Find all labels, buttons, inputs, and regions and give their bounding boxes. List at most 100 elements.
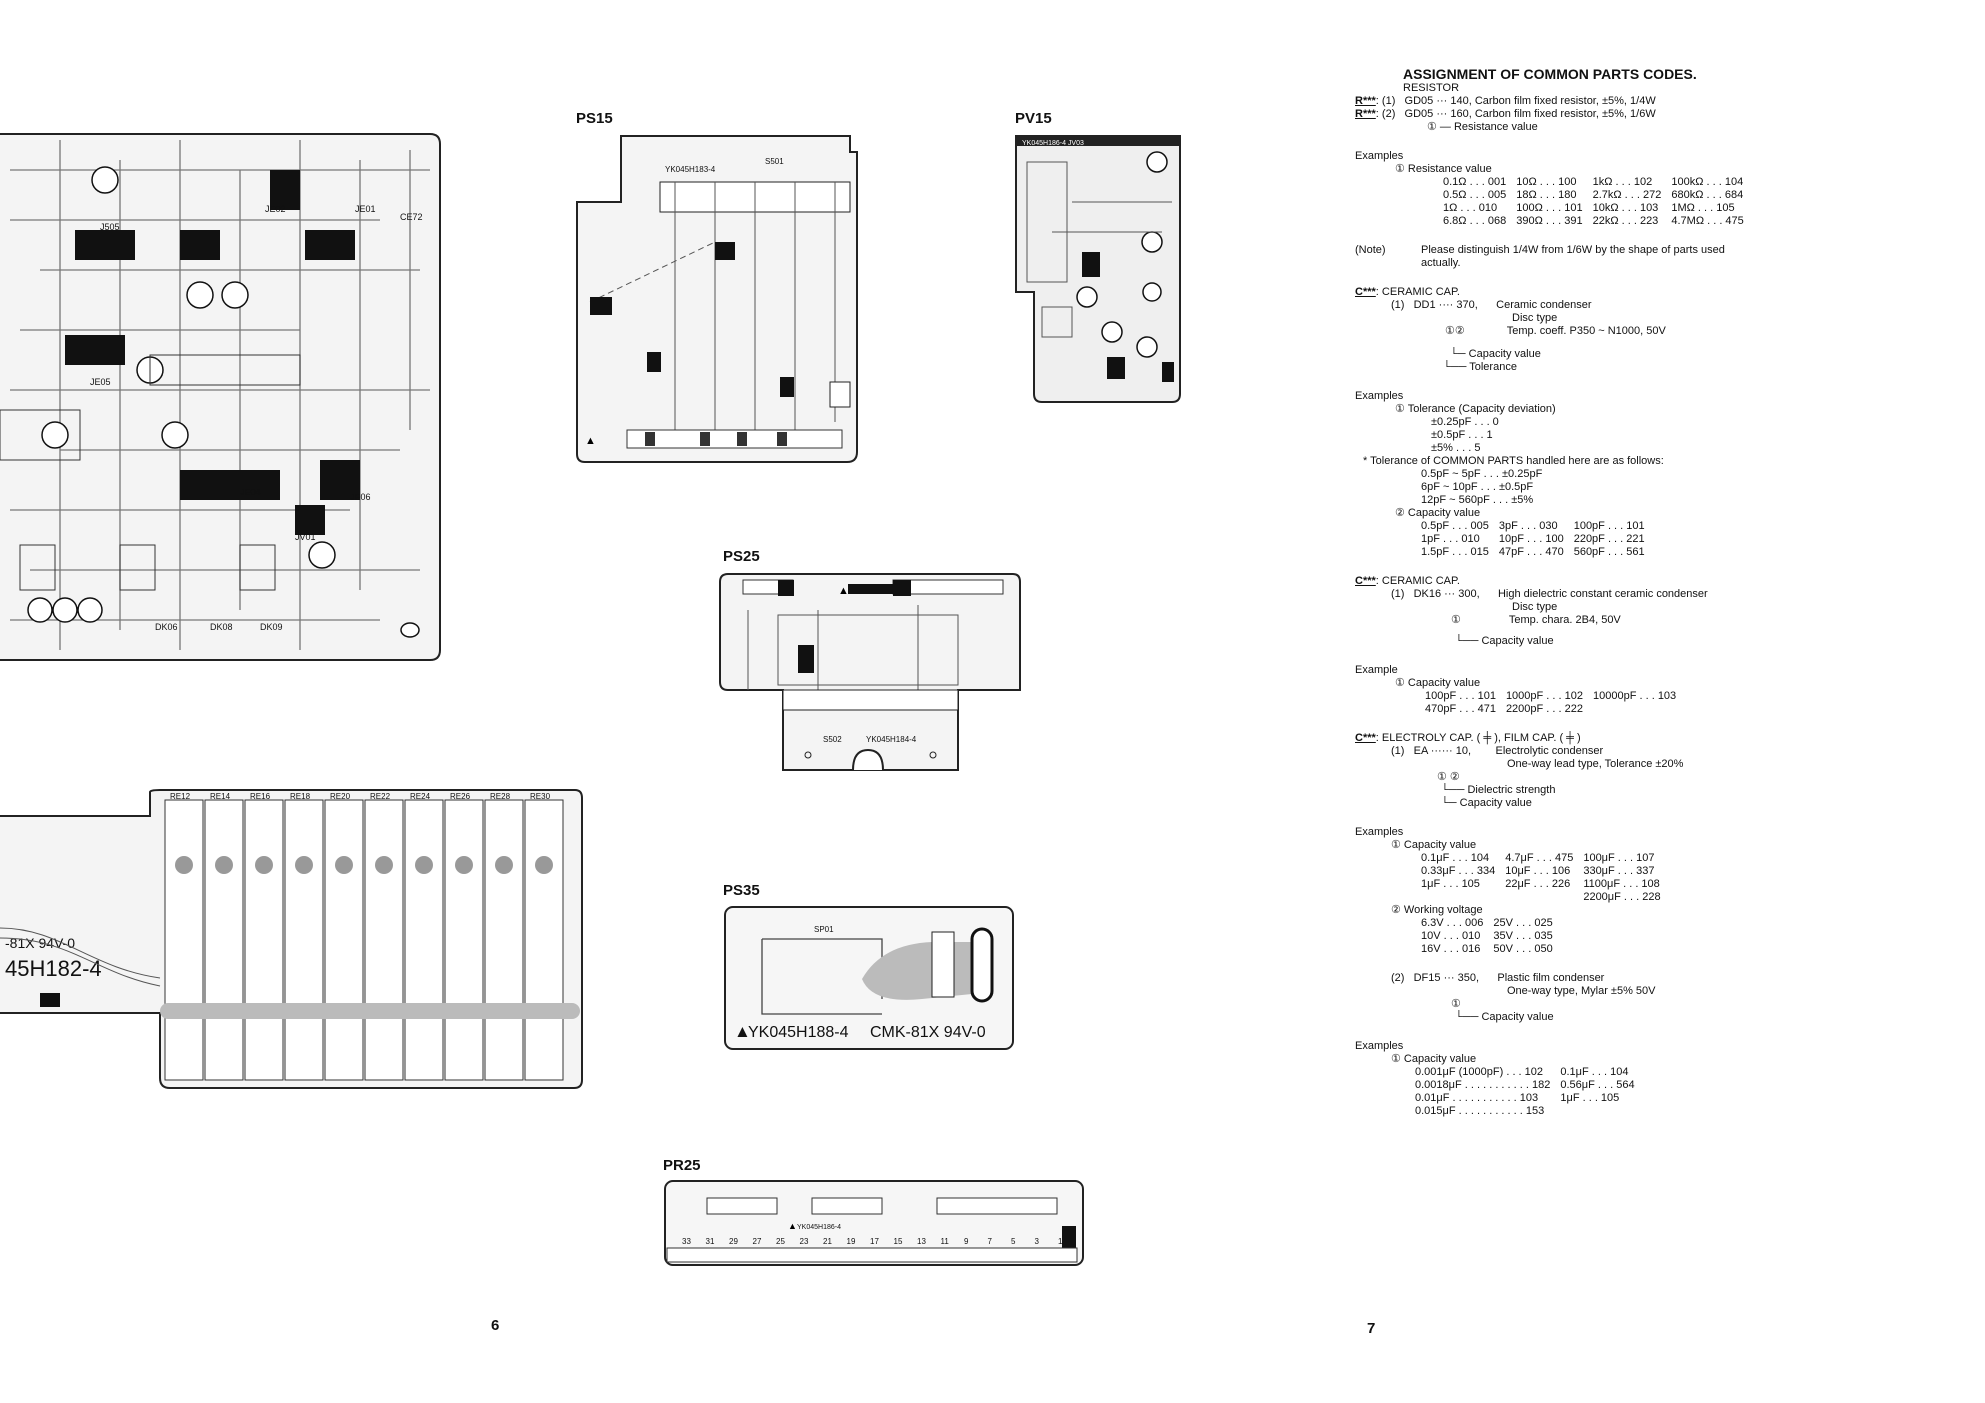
table-cell: 390Ω . . . 391 (1516, 215, 1583, 227)
pr25-pin-number: 23 (800, 1237, 809, 1246)
table-cell: 1Ω . . . 010 (1443, 202, 1498, 214)
table-cell: 0.33μF . . . 334 (1421, 865, 1496, 877)
svg-text:▲: ▲ (585, 435, 596, 447)
table-cell: 470pF . . . 471 (1425, 703, 1496, 715)
table-cell: 0.001μF (1000pF) . . . 102 (1415, 1066, 1544, 1078)
ex2-label: Examples (1355, 390, 1404, 402)
r1-code: R*** (1355, 95, 1376, 107)
pr25-pin-number: 7 (988, 1237, 993, 1246)
table-row: 0.0018μF . . . . . . . . . . . 182 0.56μF… (1415, 1079, 1645, 1092)
table-cell: 10000pF . . . 103 (1593, 690, 1677, 702)
re-switch-label: RE28 (490, 792, 511, 801)
c3-line2: One-way lead type, Tolerance ±20% (1507, 758, 1684, 770)
pv15-board-code: YK045H186-4 JV03 (1022, 140, 1084, 147)
re-switch-label: RE22 (370, 792, 391, 801)
table-cell: 18Ω . . . 180 (1516, 189, 1577, 201)
table-cell: 22μF . . . 226 (1505, 878, 1571, 890)
ps15-board-code: YK045H183-4 (665, 165, 716, 174)
svg-text:CE72: CE72 (400, 212, 423, 222)
table-cell (1560, 1105, 1644, 1118)
c3-line: (1) EA ······ 10, Electrolytic condenser (1391, 745, 1604, 757)
table-cell: 0.5Ω . . . 005 (1443, 189, 1507, 201)
svg-text:DK08: DK08 (210, 622, 233, 632)
re-switch-label: RE20 (330, 792, 351, 801)
svg-text:JE06: JE06 (350, 492, 371, 502)
c4-line2: One-way type, Mylar ±5% 50V (1507, 985, 1656, 997)
list-item: ±0.25pF . . . 0 (1431, 416, 1499, 428)
c2-capacity: Capacity value (1481, 635, 1554, 647)
c1-tolerance: Tolerance (1469, 361, 1517, 373)
r2-text: : (2) GD05 ··· 160, Carbon film fixed re… (1375, 108, 1656, 120)
svg-text:▲: ▲ (838, 585, 849, 597)
r-note: ① — Resistance value (1427, 121, 1538, 133)
table-cell: 1.5pF . . . 015 (1421, 546, 1489, 558)
table-cell (1505, 891, 1583, 904)
board-ps15: YK045H183-4 S501 ▲ (576, 135, 858, 463)
ps35-board-cmk: CMK-81X 94V-0 (870, 1024, 986, 1041)
pr25-pin-number: 29 (729, 1237, 738, 1246)
svg-text:▲: ▲ (734, 1022, 751, 1041)
pr25-pin-number: 19 (847, 1237, 856, 1246)
c2-head: : CERAMIC CAP. (1375, 575, 1460, 587)
page-number-left: 6 (491, 1317, 500, 1334)
c3-dielectric: Dielectric strength (1467, 784, 1556, 796)
table-cell: 0.0018μF . . . . . . . . . . . 182 (1415, 1079, 1551, 1091)
ex1-label: Examples (1355, 150, 1404, 162)
pr25-pin-number: 9 (964, 1237, 969, 1246)
table-cell: 1MΩ . . . 105 (1671, 202, 1735, 214)
c1-capacity: Capacity value (1468, 348, 1541, 360)
board-ps35: SP01 ▲ YK045H188-4 CMK-81X 94V-0 (724, 906, 1014, 1050)
svg-text:JE02: JE02 (265, 204, 286, 214)
table-cell: 10pF . . . 100 (1498, 533, 1564, 545)
table-cell: 680kΩ . . . 684 (1671, 189, 1744, 201)
svg-text:JE05: JE05 (90, 377, 111, 387)
list-item: ±0.5pF . . . 1 (1431, 429, 1493, 441)
table-cell: 1100μF . . . 108 (1583, 878, 1660, 890)
left-board-code: 45H182-4 (5, 956, 102, 981)
ex5-item: ① Capacity value (1391, 1053, 1477, 1065)
pr25-pin-number: 21 (823, 1237, 832, 1246)
svg-text:DK09: DK09 (260, 622, 283, 632)
ps25-board-code: YK045H184-4 (866, 735, 917, 744)
table-cell: 2.7kΩ . . . 272 (1592, 189, 1662, 201)
table-cell: 100pF . . . 101 (1573, 520, 1645, 532)
svg-text:JE01: JE01 (355, 204, 376, 214)
table-cell: 47pF . . . 470 (1498, 546, 1564, 558)
table-cell: 10V . . . 010 (1421, 930, 1481, 942)
board-label-pv15: PV15 (1015, 110, 1052, 127)
ps35-board-code: YK045H188-4 (748, 1024, 849, 1041)
table-cell: 10kΩ . . . 103 (1592, 202, 1659, 214)
table-cell: 22kΩ . . . 223 (1592, 215, 1659, 227)
c3-code: C*** (1355, 732, 1376, 744)
c2-line2: Disc type (1512, 601, 1558, 613)
c1-code: C*** (1355, 286, 1376, 298)
r2-code: R*** (1355, 108, 1376, 120)
c3-marks: ① ② (1437, 771, 1460, 783)
table-cell: 0.1μF . . . 104 (1421, 852, 1490, 864)
table-cell: 1μF . . . 105 (1421, 878, 1480, 890)
svg-text:▲: ▲ (788, 1221, 797, 1231)
table-cell: 6.8Ω . . . 068 (1443, 215, 1507, 227)
svg-text:J505: J505 (100, 222, 120, 232)
pr25-pin-number: 5 (1011, 1237, 1016, 1246)
list-item: 6pF ~ 10pF . . . ±0.5pF (1421, 481, 1534, 493)
pr25-pin-number: 11 (941, 1237, 950, 1246)
table-cell: 100pF . . . 101 (1425, 690, 1496, 702)
c3-head: : ELECTROLY CAP. ( ╪ ), FILM CAP. ( ╪ ) (1375, 732, 1581, 744)
c2-line: (1) DK16 ··· 300, High dielectric consta… (1391, 588, 1708, 600)
table-cell: 2200μF . . . 228 (1583, 891, 1661, 903)
table-cell: 0.56μF . . . 564 (1560, 1079, 1635, 1091)
